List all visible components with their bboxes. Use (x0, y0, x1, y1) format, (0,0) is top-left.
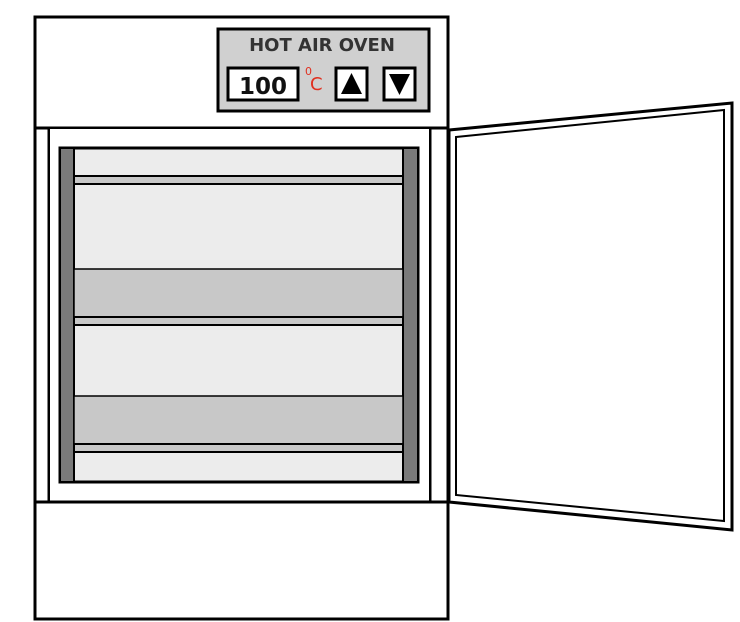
control-panel: HOT AIR OVEN 100 0 C (216, 27, 431, 113)
oven-shelf-top (73, 175, 404, 185)
right-side-rail (402, 147, 419, 483)
left-side-rail (59, 147, 75, 483)
door-inner-panel (455, 108, 725, 523)
left-door-post (33, 126, 51, 504)
decrease-temperature-button[interactable] (382, 66, 417, 102)
control-panel-title: HOT AIR OVEN (249, 35, 395, 56)
increase-temperature-button[interactable] (334, 66, 369, 102)
shelf-band-bottom (73, 395, 404, 445)
oven-door[interactable] (447, 101, 734, 532)
right-door-post (428, 126, 450, 504)
oven-shelf-bottom (73, 443, 404, 453)
oven-shelf-middle (73, 316, 404, 326)
temperature-unit: C (310, 74, 323, 95)
shelf-band-middle (73, 268, 404, 318)
temperature-degree-symbol: 0 (305, 65, 312, 78)
down-triangle-icon (389, 74, 410, 95)
up-triangle-icon (341, 73, 362, 94)
oven-chamber (58, 146, 420, 484)
temperature-display: 100 (239, 74, 287, 100)
temperature-display-box (226, 66, 300, 102)
